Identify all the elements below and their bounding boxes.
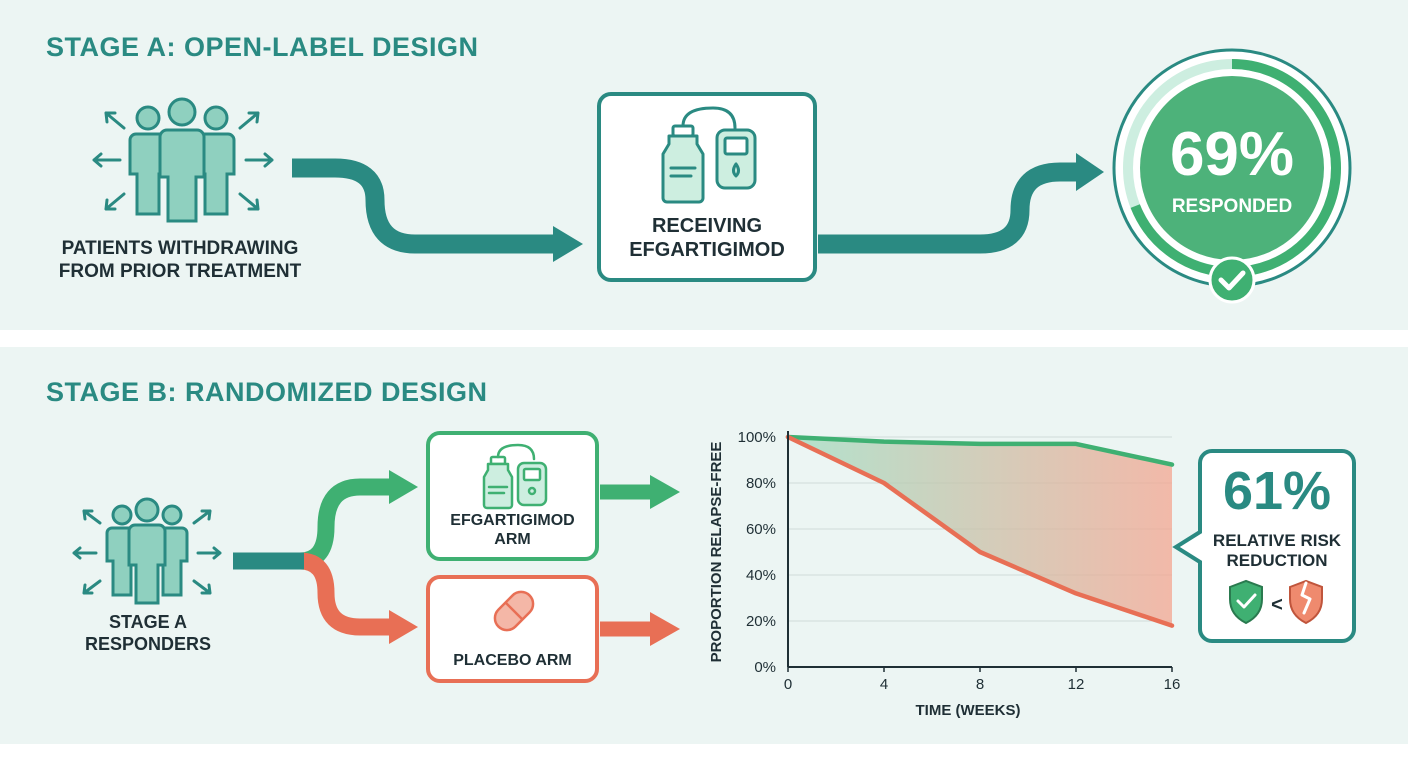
split-arrow-efgartigimod	[299, 470, 418, 570]
rrr-label-line2: REDUCTION	[1226, 551, 1328, 571]
patients-label: PATIENTS WITHDRAWING FROM PRIOR TREATMEN…	[30, 238, 330, 284]
efgartigimod-arm-arrow	[600, 475, 680, 509]
responders-label: STAGE A RESPONDERS	[60, 612, 236, 655]
stage-b-panel: STAGE B: RANDOMIZED DESIGN	[0, 347, 1408, 744]
placebo-arm-arrow	[600, 612, 680, 646]
flow-arrow-treatment-to-result	[818, 153, 1104, 254]
y-tick-label: 80%	[746, 475, 776, 492]
efgartigimod-series-line	[785, 434, 1175, 467]
x-axis-label: TIME (WEEKS)	[916, 702, 1021, 719]
responders-label-line1: STAGE A	[108, 612, 187, 632]
responded-result-badge	[1112, 48, 1352, 304]
patients-label-line1: PATIENTS WITHDRAWING	[61, 238, 299, 259]
y-axis-label: PROPORTION RELAPSE-FREE	[708, 442, 725, 663]
efgartigimod-arm-label: EFGARTIGIMOD ARM	[430, 511, 595, 549]
stage-a-title: STAGE A: OPEN-LABEL DESIGN	[46, 32, 479, 62]
broken-shield-icon	[1289, 579, 1323, 625]
x-tick-label: 4	[880, 676, 888, 693]
y-tick-label: 20%	[746, 613, 776, 630]
x-tick-label: 16	[1164, 676, 1181, 693]
placebo-series-line	[785, 434, 1175, 628]
treatment-box: RECEIVING EFGARTIGIMOD	[597, 92, 817, 282]
responders-group-icon	[72, 497, 222, 605]
y-tick-label: 60%	[746, 521, 776, 538]
protected-shield-icon	[1229, 579, 1263, 625]
rrr-value: 61%	[1222, 461, 1332, 521]
efgartigimod-drug-icon	[482, 443, 548, 510]
responders-label-line2: RESPONDERS	[84, 633, 212, 654]
rrr-label-line1: RELATIVE RISK	[1212, 531, 1342, 550]
responded-value: 69%	[1169, 120, 1295, 189]
efgartigimod-arm-line2: ARM	[494, 531, 531, 549]
x-tick-label: 0	[784, 676, 792, 693]
treatment-label-line2: EFGARTIGIMOD	[629, 239, 785, 261]
x-tick-label: 8	[976, 676, 984, 693]
y-tick-label: 40%	[746, 567, 776, 584]
patients-group-icon	[92, 97, 274, 223]
treatment-label: RECEIVING EFGARTIGIMOD	[601, 214, 813, 262]
rrr-label: RELATIVE RISK REDUCTION	[1204, 531, 1350, 572]
flow-arrow-patients-to-treatment	[292, 158, 583, 262]
stage-a-graphics	[92, 48, 1352, 304]
stage-a-panel: STAGE A: OPEN-LABEL DESIGN	[0, 0, 1408, 330]
rrr-callout	[1172, 449, 1356, 643]
rrr-compare-symbol: <	[1271, 594, 1283, 616]
efgartigimod-arm-line1: EFGARTIGIMOD	[450, 512, 575, 529]
x-tick-label: 12	[1068, 676, 1085, 693]
placebo-pill-icon	[493, 590, 535, 632]
y-tick-label: 100%	[738, 429, 776, 446]
efgartigimod-arm-box: EFGARTIGIMOD ARM	[426, 431, 599, 561]
between-series-area	[788, 437, 1172, 626]
split-arrow-placebo	[299, 552, 418, 644]
patients-label-line2: FROM PRIOR TREATMENT	[58, 260, 302, 282]
stage-b-title: STAGE B: RANDOMIZED DESIGN	[46, 377, 488, 407]
y-tick-label: 0%	[754, 659, 776, 676]
treatment-label-line1: RECEIVING	[651, 215, 763, 237]
drug-infusion-icon	[661, 106, 757, 204]
check-badge-icon	[1208, 256, 1256, 304]
placebo-arm-label: PLACEBO ARM	[453, 652, 572, 669]
placebo-arm-box: PLACEBO ARM	[426, 575, 599, 683]
responded-label: RESPONDED	[1171, 196, 1293, 217]
